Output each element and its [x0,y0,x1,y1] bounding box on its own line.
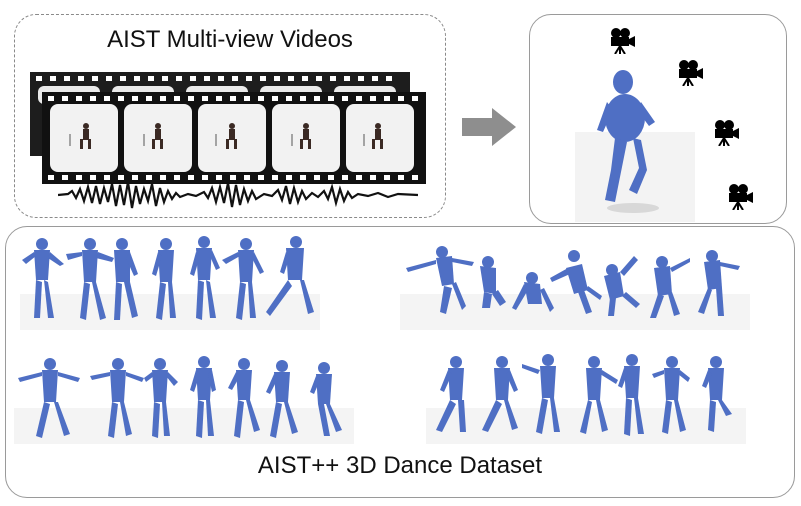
dance-sequence-1 [20,236,320,330]
mesh-camera-box [529,14,787,224]
dancer-figures [18,356,342,438]
movie-camera-icon [729,184,753,210]
movie-camera-icon [715,120,739,146]
movie-camera-icon [679,60,703,86]
videos-box-title: AIST Multi-view Videos [107,26,353,53]
film-strip-front [42,92,426,184]
dancer-figures [436,354,732,436]
dance-sequence-3 [14,356,354,444]
dancer-figures [406,246,740,318]
frame-dancers [80,123,383,149]
audio-waveform-icon [58,181,418,209]
videos-box [14,14,446,218]
mesh-render [575,70,695,222]
frame-tripods [69,134,365,146]
dataset-box [5,226,795,498]
arrow-right-icon [462,108,516,146]
dancer-figures [22,236,314,320]
dance-sequence-2 [400,246,750,330]
movie-camera-icon [611,28,635,54]
dataset-box-title: AIST++ 3D Dance Dataset [257,452,543,479]
dance-sequence-4 [426,354,746,444]
film-strip-icon [30,72,426,184]
